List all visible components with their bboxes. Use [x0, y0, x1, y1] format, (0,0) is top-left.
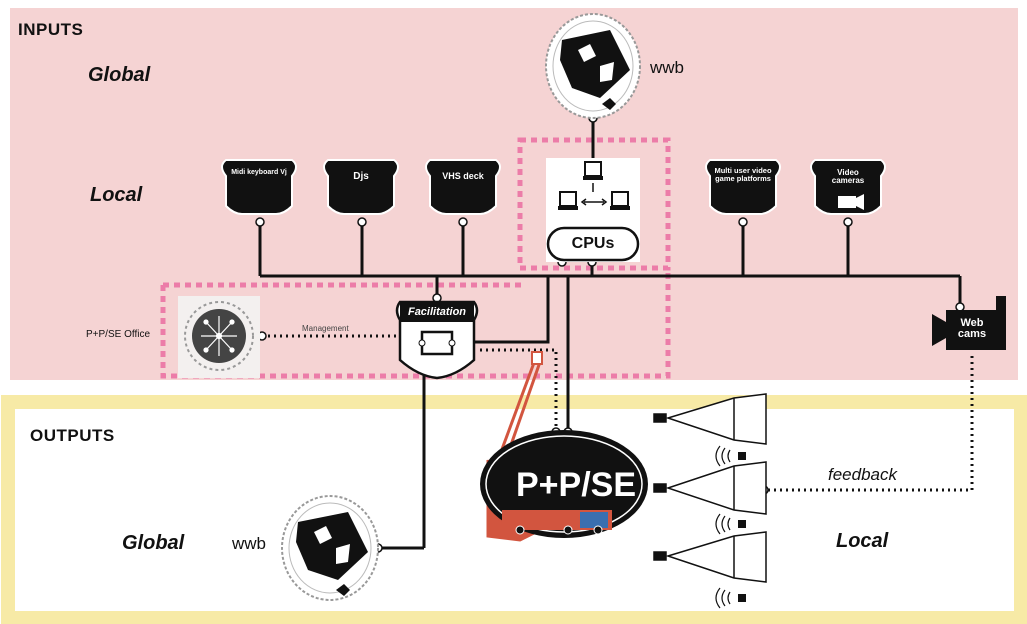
wwb-globe-icon [545, 13, 641, 119]
webcams-label: Web cams [957, 317, 987, 340]
source-label-game: Multi user video game platforms [714, 166, 772, 183]
office-label: P+P/SE Office [86, 329, 151, 340]
cpu-cluster-icon [546, 158, 640, 262]
outputs-local-label: Local [836, 530, 889, 552]
management-label: Management [302, 324, 349, 333]
inputs-local-label: Local [90, 184, 143, 206]
cpu-group-box [517, 137, 671, 271]
outputs-title: OUTPUTS [30, 426, 115, 445]
facilitation-group-box [160, 268, 671, 379]
pps-hub-label: P+P/SE [516, 466, 637, 504]
source-badges [221, 159, 886, 215]
connection-lines [258, 118, 962, 550]
inputs-wwb-label: wwb [650, 58, 685, 77]
feedback-label: feedback [828, 465, 897, 484]
cpus-label: CPUs [571, 235, 615, 252]
source-label-djs: Djs [353, 171, 369, 182]
projectors-icon [653, 393, 767, 609]
facilitation-shield-icon [395, 300, 479, 380]
source-label-cameras: Video cameras [831, 168, 865, 186]
source-label-vhs: VHS deck [442, 171, 484, 181]
facilitation-label: Facilitation [407, 306, 467, 318]
pps-hub-icon [480, 430, 648, 538]
source-label-midi: Midi keyboard Vj [231, 169, 287, 176]
wwb-globe-output-icon [281, 495, 379, 601]
office-icon [178, 296, 260, 378]
outputs-wwb-label: wwb [232, 534, 267, 553]
outputs-global-label: Global [122, 532, 185, 554]
inputs-global-label: Global [88, 64, 151, 86]
dotted-lines [262, 334, 974, 492]
inputs-title: INPUTS [18, 20, 84, 39]
webcam-icon [932, 296, 1006, 350]
